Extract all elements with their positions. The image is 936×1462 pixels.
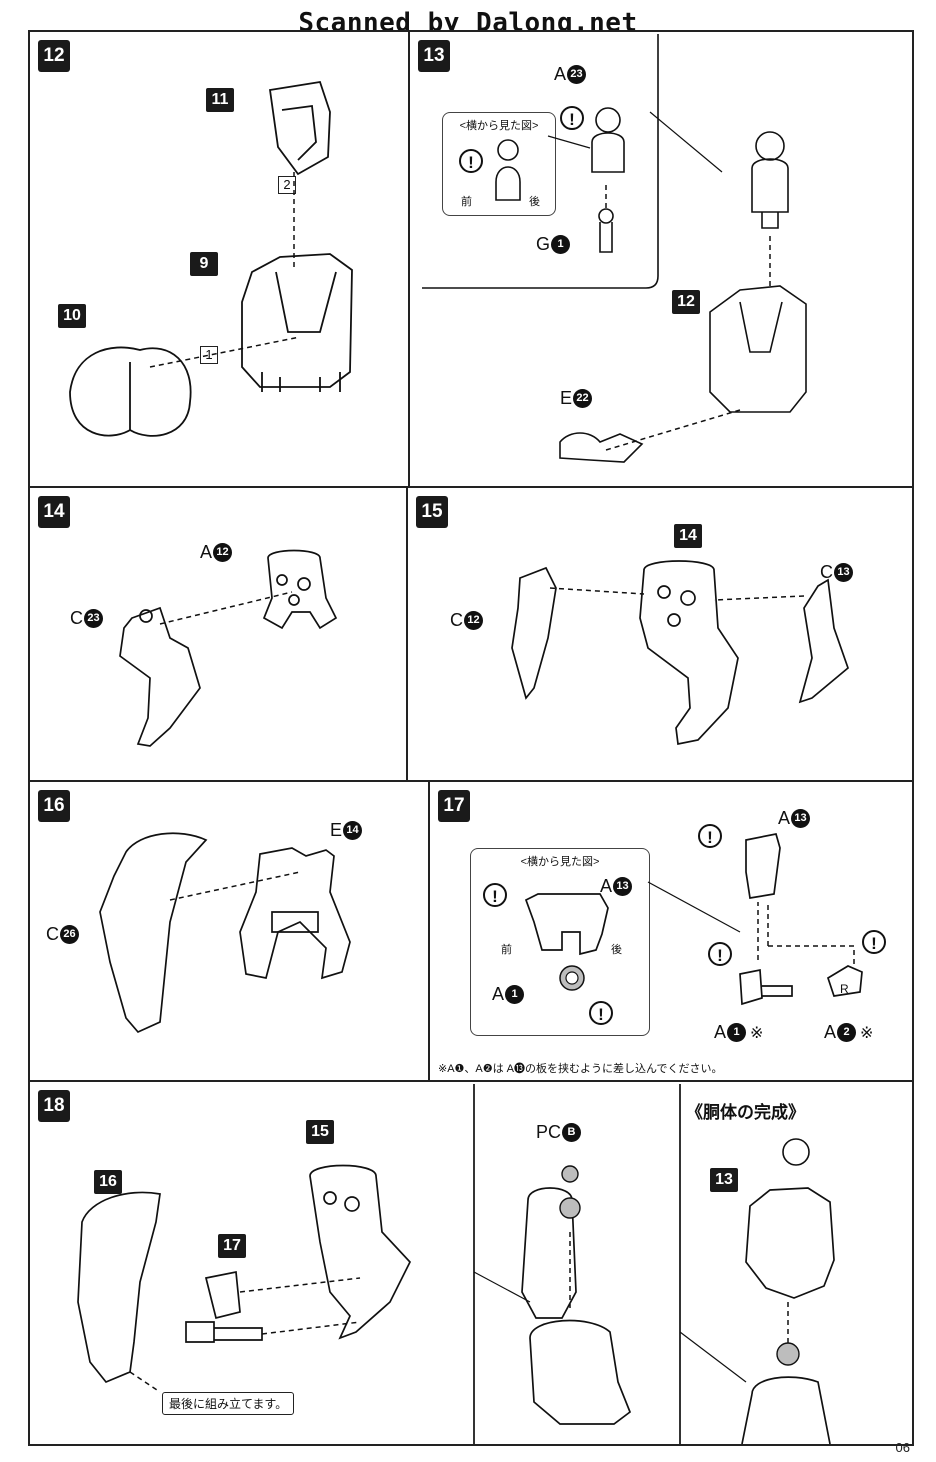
back-label: 後: [529, 196, 540, 208]
sub-assembly-label: 17: [218, 1234, 246, 1258]
step-number: 17: [438, 790, 470, 822]
front-label: 前: [501, 944, 512, 956]
step-18-illustration: [77, 1084, 835, 1445]
sub-assembly-label: 13: [710, 1168, 738, 1192]
part-ref-c12: C 12: [450, 610, 483, 631]
step-number: 14: [38, 496, 70, 528]
caution-icon: !: [698, 824, 722, 848]
sub-assembly-label: 10: [58, 304, 86, 328]
caution-icon: !: [589, 1001, 613, 1025]
part-ref-a13-inset: A 13: [600, 876, 633, 897]
step-14-illustration: [119, 549, 338, 747]
step-13-illustration: [422, 34, 807, 463]
part-ref-c26: C 26: [46, 924, 79, 945]
step-15-illustration: [511, 560, 849, 746]
caution-icon: !: [483, 883, 507, 907]
step-18-panel: 18 16 15 17 13 最後に組み立てます。 PC B 《胴体の完成》: [28, 1080, 914, 1446]
torso-complete-title: 《胴体の完成》: [686, 1103, 805, 1122]
front-label: 前: [461, 196, 472, 208]
caution-icon: !: [459, 149, 483, 173]
step-number: 16: [38, 790, 70, 822]
part-ref-a13: A 13: [778, 808, 811, 829]
step-13-panel: 13 <横から見た図> ! 前 後 A 23 ! G 1 E 22 12: [408, 30, 914, 488]
step-number: 13: [418, 40, 450, 72]
order-number: 2: [278, 176, 296, 194]
part-ref-pc-b: PC B: [536, 1122, 582, 1143]
sub-assembly-label: 14: [674, 524, 702, 548]
part-ref-e22: E 22: [560, 388, 593, 409]
step-14-panel: 14 A 12 C 23: [28, 486, 408, 782]
insert-note: ※A❶、A❷は A⓭の板を挟むように差し込んでください。: [438, 1063, 723, 1075]
sub-assembly-label: 12: [672, 290, 700, 314]
part-ref-c23: C 23: [70, 608, 103, 629]
caution-icon: !: [708, 942, 732, 966]
sub-assembly-label: 16: [94, 1170, 122, 1194]
step-number: 15: [416, 496, 448, 528]
step-12-illustration: [69, 80, 353, 437]
back-label: 後: [611, 944, 622, 956]
part-ref-a12: A 12: [200, 542, 233, 563]
assemble-last-callout: 最後に組み立てます。: [162, 1392, 295, 1415]
part-ref-c13: C 13: [820, 562, 853, 583]
side-view-inset: <横から見た図> ! 前 後: [442, 112, 556, 216]
inset-title: <横から見た図>: [520, 856, 600, 868]
caution-icon: !: [560, 106, 584, 130]
part-ref-a23: A 23: [554, 64, 587, 85]
part-ref-e14: E 14: [330, 820, 363, 841]
page-number: 06: [895, 1440, 910, 1455]
part-ref-a1: A 1 ※: [714, 1022, 764, 1042]
step-number: 18: [38, 1090, 70, 1122]
sub-assembly-label: 9: [190, 252, 218, 276]
part-ref-a1-inset: A 1: [492, 984, 525, 1005]
step-16-panel: 16 E 14 C 26: [28, 780, 430, 1082]
step-17-illustration: [524, 833, 863, 1006]
r-mark: R: [840, 982, 849, 996]
caution-icon: !: [862, 930, 886, 954]
inset-title: <横から見た図>: [459, 120, 539, 132]
step-15-panel: 15 14 C 12 C 13: [406, 486, 914, 782]
step-number: 12: [38, 40, 70, 72]
step-12-panel: 12 11 9 10 2 1: [28, 30, 410, 488]
order-number: 1: [200, 346, 218, 364]
sub-assembly-label: 11: [206, 88, 234, 112]
part-ref-a2: A 2 ※: [824, 1022, 874, 1042]
sub-assembly-label: 15: [306, 1120, 334, 1144]
part-ref-g1: G 1: [536, 234, 571, 255]
step-17-panel: 17 <横から見た図> ! 前 後 ! A 13 A 1 A 13 ! ! ! …: [428, 780, 914, 1082]
step-16-illustration: [99, 832, 351, 1034]
